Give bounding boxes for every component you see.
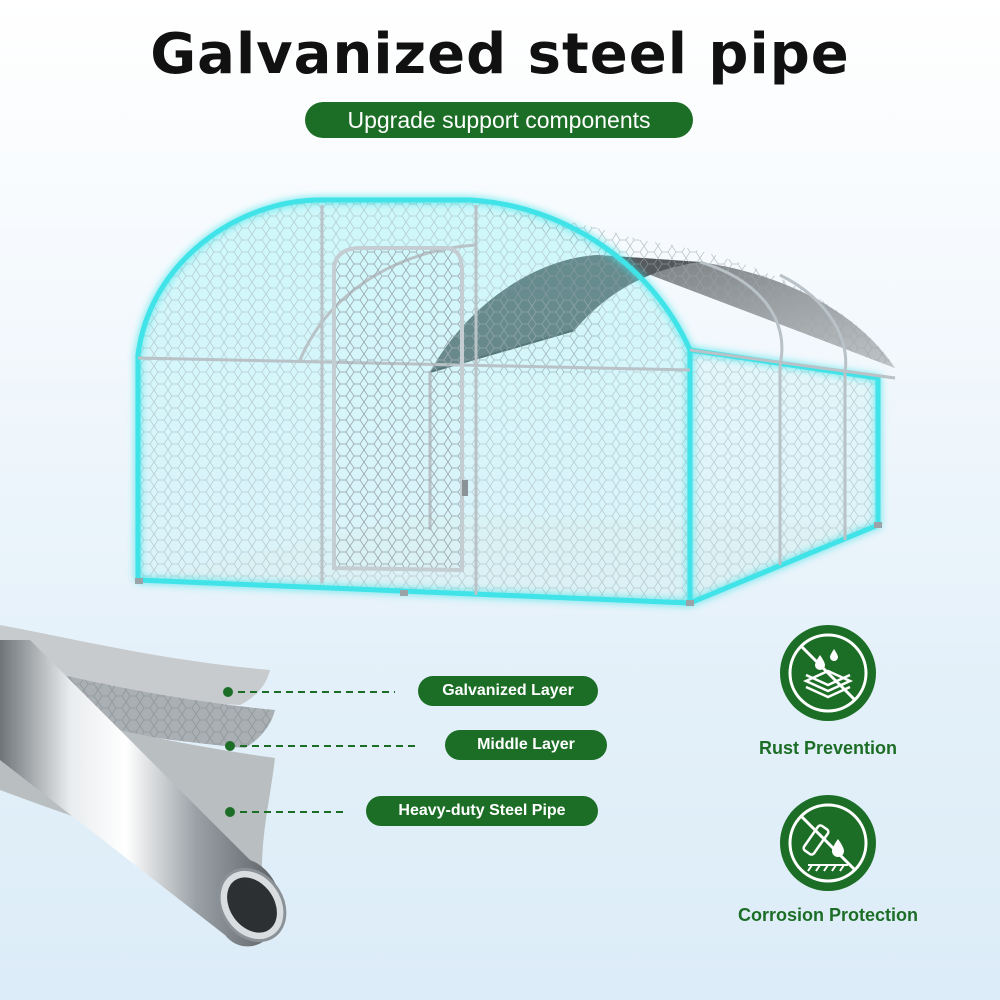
- page-title: Galvanized steel pipe: [150, 22, 850, 87]
- subtitle-badge: Upgrade support components: [305, 102, 693, 138]
- corrosion-protection-badge: [780, 795, 876, 891]
- galvanized-layer-label: Galvanized Layer: [418, 676, 598, 706]
- corrosion-protection-label: Corrosion Protection: [737, 905, 918, 925]
- coop-door: [332, 246, 468, 573]
- layer-callouts: [223, 687, 420, 817]
- pipe-cross-section: [0, 625, 287, 947]
- corrosion-protection-icon: [788, 803, 868, 883]
- rust-prevention-label: Rust Prevention: [758, 738, 898, 758]
- rust-prevention-icon: [788, 633, 868, 713]
- steel-pipe-label: Heavy-duty Steel Pipe: [366, 796, 598, 826]
- coop-right-wall: [690, 350, 878, 603]
- middle-layer-label: Middle Layer: [445, 730, 607, 760]
- rust-prevention-badge: [780, 625, 876, 721]
